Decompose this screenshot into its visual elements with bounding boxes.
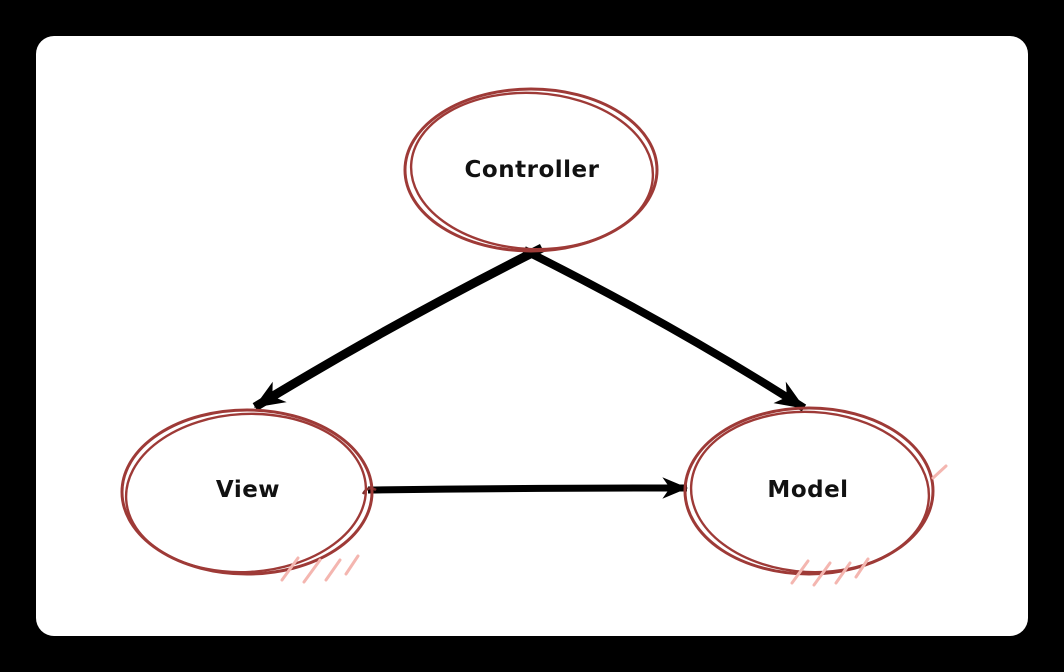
controller-ellipse-sketch-line xyxy=(409,91,655,251)
edge-controller-to-model-line[interactable] xyxy=(522,246,807,412)
edge-view-to-model-line[interactable] xyxy=(367,477,689,499)
model-ellipse-sketch-line xyxy=(689,410,931,574)
diagram-canvas[interactable]: Controller View Model xyxy=(36,36,1028,636)
node-label-model[interactable]: Model xyxy=(767,477,849,503)
node-view[interactable] xyxy=(120,408,374,584)
node-label-view[interactable]: View xyxy=(215,477,281,503)
model-ellipse[interactable] xyxy=(683,406,935,576)
view-ellipse-sketch-line xyxy=(124,412,368,574)
diagram-svg xyxy=(120,87,948,587)
controller-ellipse[interactable] xyxy=(403,87,659,253)
node-label-controller[interactable]: Controller xyxy=(464,157,600,183)
edge-view-to-model[interactable] xyxy=(361,477,689,499)
node-model[interactable] xyxy=(683,406,948,587)
edge-controller-to-model[interactable] xyxy=(522,246,807,412)
edge-controller-to-view-line[interactable] xyxy=(252,243,545,411)
edge-start-squiggle xyxy=(361,486,377,495)
node-controller[interactable] xyxy=(403,87,659,255)
edge-controller-to-view[interactable] xyxy=(252,243,545,411)
model-hatch-overflow xyxy=(790,464,948,587)
view-ellipse[interactable] xyxy=(120,408,374,576)
view-hatch-overflow xyxy=(280,554,360,584)
